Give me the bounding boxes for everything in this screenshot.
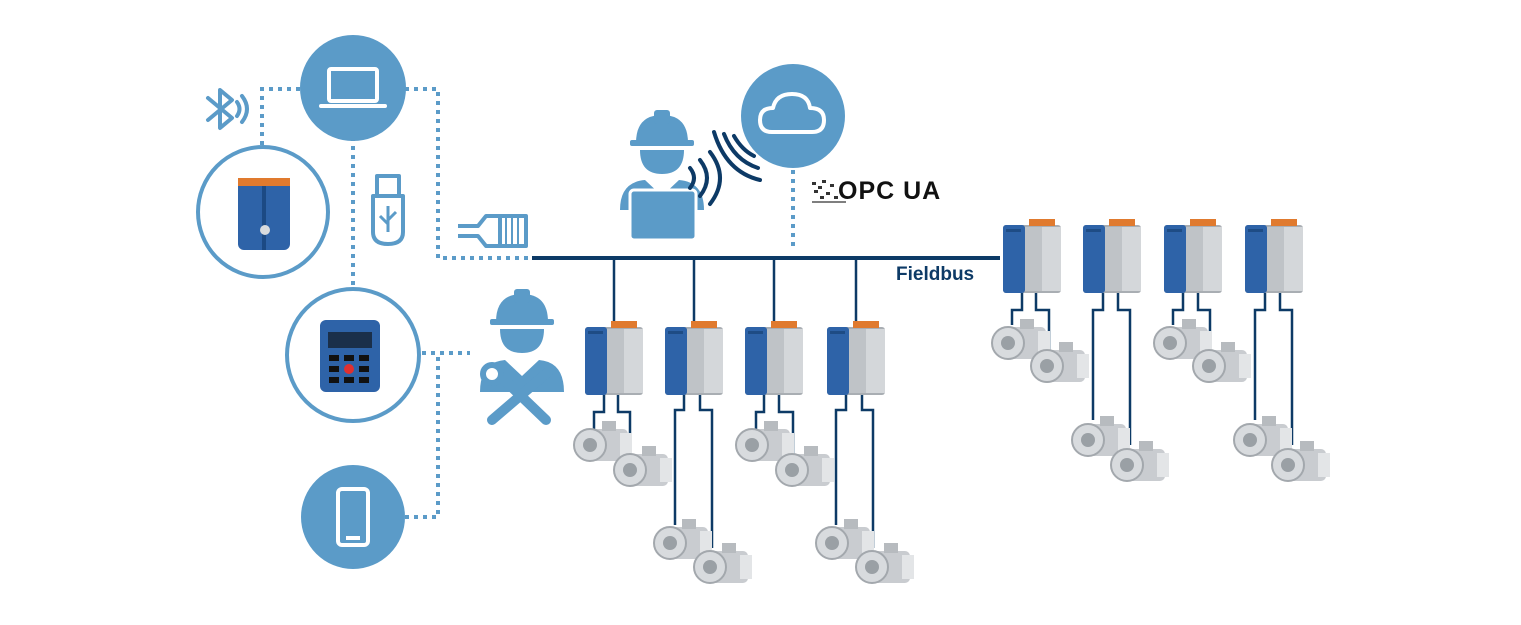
bus-drops: [612, 258, 858, 328]
fieldbus-label: Fieldbus: [896, 264, 975, 285]
bluetooth-icon: [206, 88, 249, 130]
drive-unit: [827, 321, 885, 395]
smartphone-node: [301, 465, 405, 569]
drive-unit: [745, 321, 803, 395]
opc-ua-label: OPC UA: [838, 177, 942, 205]
smartphone-icon: [336, 487, 370, 547]
display-keypad-node: [285, 287, 421, 423]
laptop-node: [300, 35, 406, 141]
usb-stick-icon: [371, 174, 405, 246]
drive-unit: [1083, 219, 1141, 293]
operator-panel-node: [196, 145, 330, 279]
dotted-links: [260, 87, 795, 519]
technician-tools-icon: [480, 289, 564, 425]
laptop-icon: [319, 67, 387, 108]
drive-unit: [585, 321, 643, 395]
ethernet-plug-icon: [458, 214, 528, 248]
drive-unit: [1164, 219, 1222, 293]
drive-unit: [1245, 219, 1303, 293]
wireless-signal-icon: [688, 150, 722, 206]
cloud-icon: [758, 92, 826, 134]
wireless-signal-icon: [712, 130, 762, 182]
cloud-node: [741, 64, 845, 168]
drive-unit: [1003, 219, 1061, 293]
opc-ua-logo: [812, 180, 846, 203]
drive-unit: [665, 321, 723, 395]
engineer-laptop-icon: [620, 110, 704, 242]
